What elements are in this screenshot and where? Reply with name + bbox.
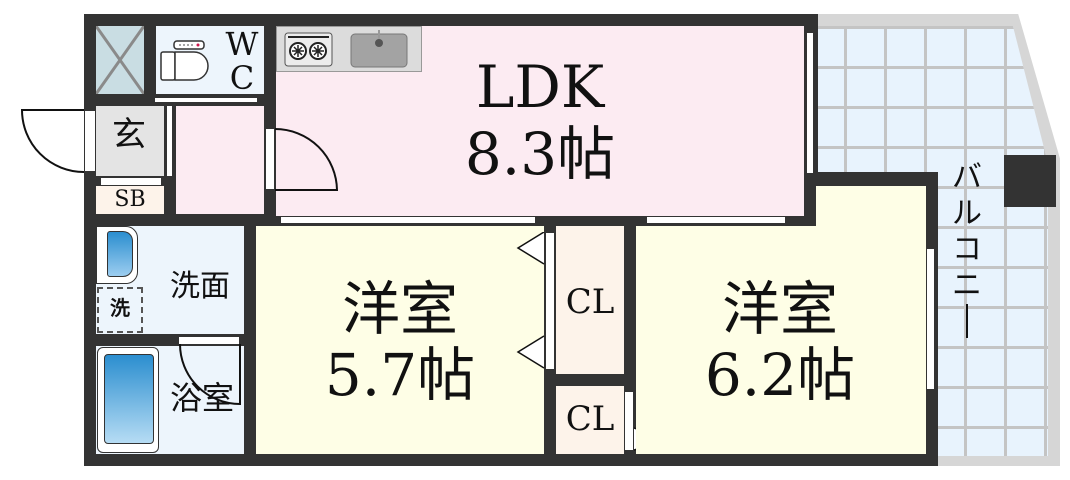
western-room-1-size: 5.7帖 [324,341,476,409]
storage-box [96,26,144,94]
entrance [96,106,164,176]
entrance-step [166,106,173,176]
closet-2 [556,386,624,454]
closet-1-door-swing [516,232,545,369]
ldk-label: LDK [475,53,605,121]
western-room-1-label: 洋室 [341,275,458,343]
ldk-size: 8.3帖 [464,120,616,188]
balcony-label: バ ル コ ニ [950,160,984,338]
bathroom-label: 浴室 [169,379,234,417]
wc-label: W C [225,25,259,97]
western-room-1 [256,226,544,454]
stove-icon[interactable] [284,32,334,68]
ldk-sliding-door-2[interactable] [646,216,786,224]
western-room-2-size: 6.2帖 [704,341,856,409]
entrance-label: 玄 [112,115,146,155]
closet-1-label: CL [565,282,615,322]
sink-icon[interactable] [350,30,408,70]
toilet-icon [160,40,209,81]
ldk-door[interactable] [265,128,275,190]
hallway [176,106,264,214]
washer-space [97,287,143,333]
bathroom-door-swing [179,344,241,406]
closet-1 [556,226,624,374]
bathroom-door-frame [178,336,240,345]
washer-label: 洗 [110,296,130,320]
front-door[interactable] [84,110,96,172]
wc-sliding-door[interactable] [154,97,258,103]
closet-2-label: CL [565,399,615,439]
ldk-sliding-door-1[interactable] [280,216,536,224]
western-room-2-window[interactable] [926,248,935,390]
balcony-pillar [1004,155,1056,207]
washroom-label: 洗面 [170,269,230,304]
ldk-east-window[interactable] [806,32,814,174]
closet-2-door[interactable] [624,391,634,451]
cross-icon [96,26,144,94]
western-room-2-label: 洋室 [721,275,838,343]
bathtub-icon[interactable] [97,347,159,453]
washbasin-icon[interactable] [96,226,138,284]
western-room-2-mid [636,226,926,454]
shoe-box-label: SB [114,187,146,212]
front-door-swing [20,109,85,173]
ldk-door-swing [275,128,339,191]
shoe-box [96,186,164,214]
closet-1-door[interactable] [545,232,555,370]
shoe-box-door[interactable] [100,177,162,186]
